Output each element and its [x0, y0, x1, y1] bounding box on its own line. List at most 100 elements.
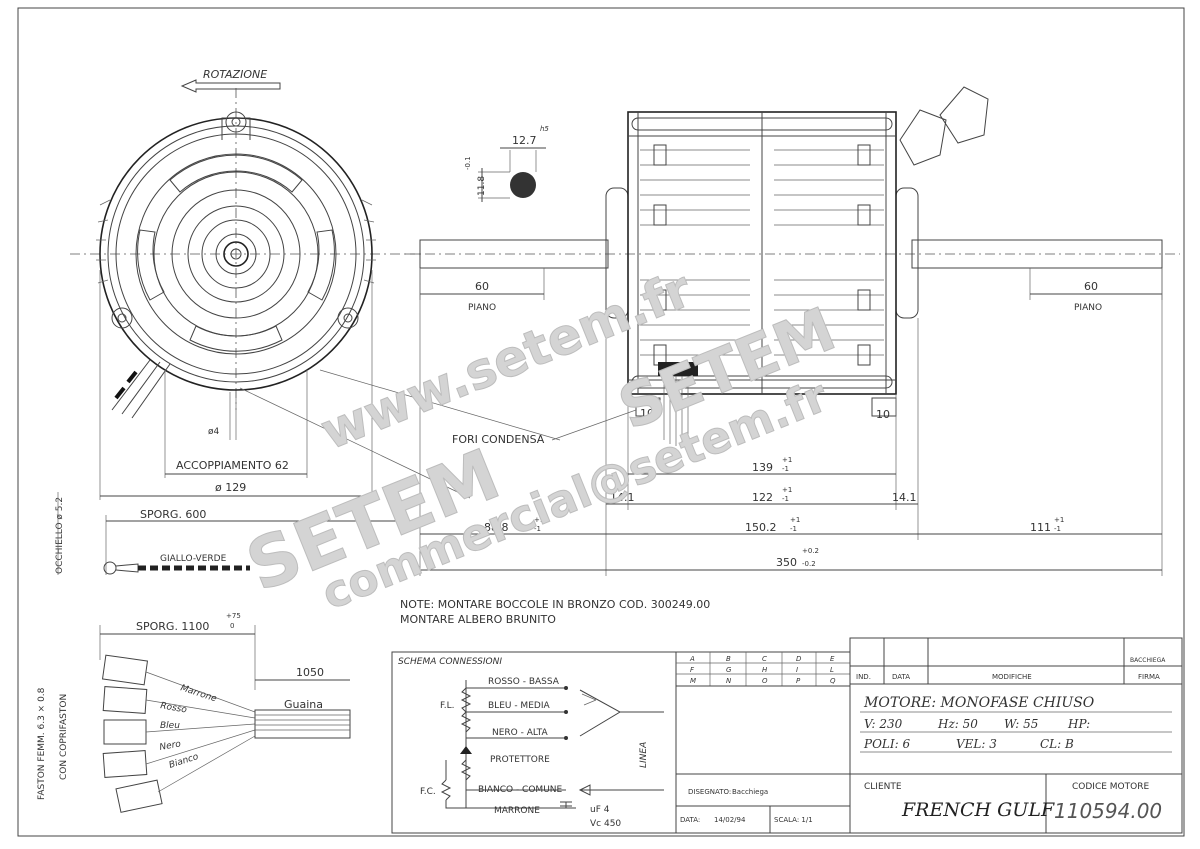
rotation-label: ROTAZIONE — [203, 68, 267, 81]
motor-side-view — [405, 86, 1180, 446]
schema-title: SCHEMA CONNESSIONI — [398, 657, 502, 667]
dim-diameter-129: ø 129 — [215, 481, 246, 494]
faston-label-2: CON COPRIFASTON — [59, 694, 69, 780]
col-firma: FIRMA — [1138, 673, 1160, 681]
giallo-verde-label: GIALLO-VERDE — [160, 554, 227, 564]
data-label: DATA: — [680, 816, 700, 824]
col-data: DATA — [892, 673, 910, 681]
tol-111-plus: +1 — [1054, 516, 1064, 524]
grid-q: Q — [830, 677, 836, 685]
dim-piano-left-value: 60 — [475, 280, 489, 293]
schema-vc: Vc 450 — [590, 819, 621, 829]
tol-111-minus: -1 — [1054, 525, 1061, 533]
front-view-dimensions: ø4 ACCOPPIAMENTO 62 ø 129 — [99, 270, 561, 500]
wire-rosso: Rosso — [159, 701, 187, 716]
schema-marrone: MARRONE — [494, 806, 540, 816]
grid-g: G — [726, 666, 732, 674]
tol-122-minus: -1 — [782, 495, 789, 503]
grid-a: A — [689, 655, 695, 663]
note-line-2: MONTARE ALBERO BRUNITO — [400, 613, 556, 626]
col-bacchiega: BACCHIEGA — [1130, 657, 1166, 664]
data-value: 14/02/94 — [714, 816, 746, 824]
tol-88-minus: -1 — [534, 525, 541, 533]
mount-lug-right — [337, 307, 359, 329]
schema-uf: uF 4 — [590, 805, 610, 815]
spec-voltage: V: 230 — [864, 717, 903, 731]
grid-m: M — [690, 677, 696, 685]
grid-f: F — [690, 666, 695, 674]
schema-bleu: BLEU - MEDIA — [488, 701, 550, 711]
grid-p: P — [796, 677, 801, 685]
sporg-1100-label: SPORG. 1100 — [136, 620, 209, 633]
schema-nero: NERO - ALTA — [492, 728, 548, 738]
schema-fc: F.C. — [420, 787, 436, 797]
tol-139-minus: -1 — [782, 465, 789, 473]
grid-n: N — [726, 677, 732, 685]
dim-cap-left: 14.1 — [610, 491, 635, 504]
motore-type: MOTORE: MONOFASE CHIUSO — [863, 695, 1095, 711]
spec-hp: HP: — [1067, 717, 1090, 731]
dim-coupling-62: ACCOPPIAMENTO 62 — [176, 459, 289, 472]
wire-bianco: Bianco — [168, 752, 200, 771]
grid-l: L — [830, 666, 834, 674]
schema-protettore: PROTETTORE — [490, 755, 550, 765]
schema-fl: F.L. — [440, 701, 454, 711]
cliente-value: FRENCH GULF — [901, 799, 1055, 821]
tol-139-plus: +1 — [782, 456, 792, 464]
col-modifiche: MODIFICHE — [992, 673, 1032, 681]
dim-shaft-tol: -0.1 — [464, 156, 472, 170]
dim-length-111: 111 — [1030, 521, 1051, 534]
schema-linea: LINEA — [639, 742, 649, 768]
schema-bianco: BIANCO - COMUNE — [478, 785, 563, 795]
spec-poli: POLI: 6 — [863, 737, 910, 751]
dim-length-150: 150.2 — [745, 521, 777, 534]
dim-cap-right: 14.1 — [892, 491, 917, 504]
spec-vel: VEL: 3 — [956, 737, 997, 751]
dim-piano-right-value: 60 — [1084, 280, 1098, 293]
revision-letter-grid: A B C D E F G H I L M N O P Q — [675, 651, 851, 687]
dim-hole-4: ø4 — [208, 427, 220, 437]
dim-drain-left: 10 — [640, 407, 654, 420]
wire-marrone: Marrone — [179, 683, 218, 704]
tol-88-plus: +1 — [534, 516, 544, 524]
dim-piano-right-label: PIANO — [1074, 303, 1102, 313]
dim-length-122: 122 — [752, 491, 773, 504]
faston-connectors: FASTON FEMM. 6.3 × 0.8 CON COPRIFASTON S… — [37, 612, 351, 813]
disegnato-value: Bacchiega — [732, 788, 768, 796]
mount-lug-top — [221, 111, 251, 140]
dim-shaft-dia: 11.8 — [477, 176, 487, 196]
title-block: DISEGNATO: Bacchiega DATA: 14/02/94 SCAL… — [675, 637, 1183, 834]
tol-150-plus: +1 — [790, 516, 800, 524]
schema-rosso: ROSSO - BASSA — [488, 677, 560, 687]
codice-label: CODICE MOTORE — [1072, 782, 1149, 792]
shaft-section-detail: h5 12.7 -0.1 11.8 — [464, 125, 549, 202]
motor-front-view — [70, 88, 420, 419]
dim-shaft-h5: h5 — [540, 125, 549, 133]
rotation-indicator: ROTAZIONE — [180, 68, 281, 93]
dim-shaft-width: 12.7 — [512, 134, 537, 147]
tol-122-plus: +1 — [782, 486, 792, 494]
dim-length-139: 139 — [752, 461, 773, 474]
grid-d: D — [796, 655, 802, 663]
tol-1100-zero: 0 — [230, 622, 234, 630]
spec-watt: W: 55 — [1004, 717, 1038, 731]
sheet-border — [17, 7, 1185, 837]
grid-h: H — [762, 666, 768, 674]
grid-i: I — [796, 666, 798, 674]
grid-c: C — [762, 655, 767, 663]
occhiello-label: OCCHIELLO ø 5.2 — [55, 497, 65, 574]
tol-350-plus: +0.2 — [802, 547, 819, 555]
sporg-600-label: SPORG. 600 — [140, 508, 206, 521]
side-view-dimensions: 60 PIANO 60 PIANO FORI CONDENSA 10 10 13… — [419, 268, 1163, 576]
dim-drain-right: 10 — [876, 408, 890, 421]
dim-fori-condensa: FORI CONDENSA — [452, 433, 545, 446]
earth-wire-detail: OCCHIELLO ø 5.2 SPORG. 600 GIALLO-VERDE — [55, 492, 420, 575]
dim-length-88: 88.8 — [484, 521, 509, 534]
dim-piano-left-label: PIANO — [468, 303, 496, 313]
codice-value: 110594.00 — [1054, 799, 1162, 823]
spec-cl: CL: B — [1040, 737, 1074, 751]
wiring-schema: SCHEMA CONNESSIONI ROSSO - BASSA BLEU - … — [391, 651, 677, 834]
dim-1050: 1050 — [296, 666, 324, 679]
tol-150-minus: -1 — [790, 525, 797, 533]
